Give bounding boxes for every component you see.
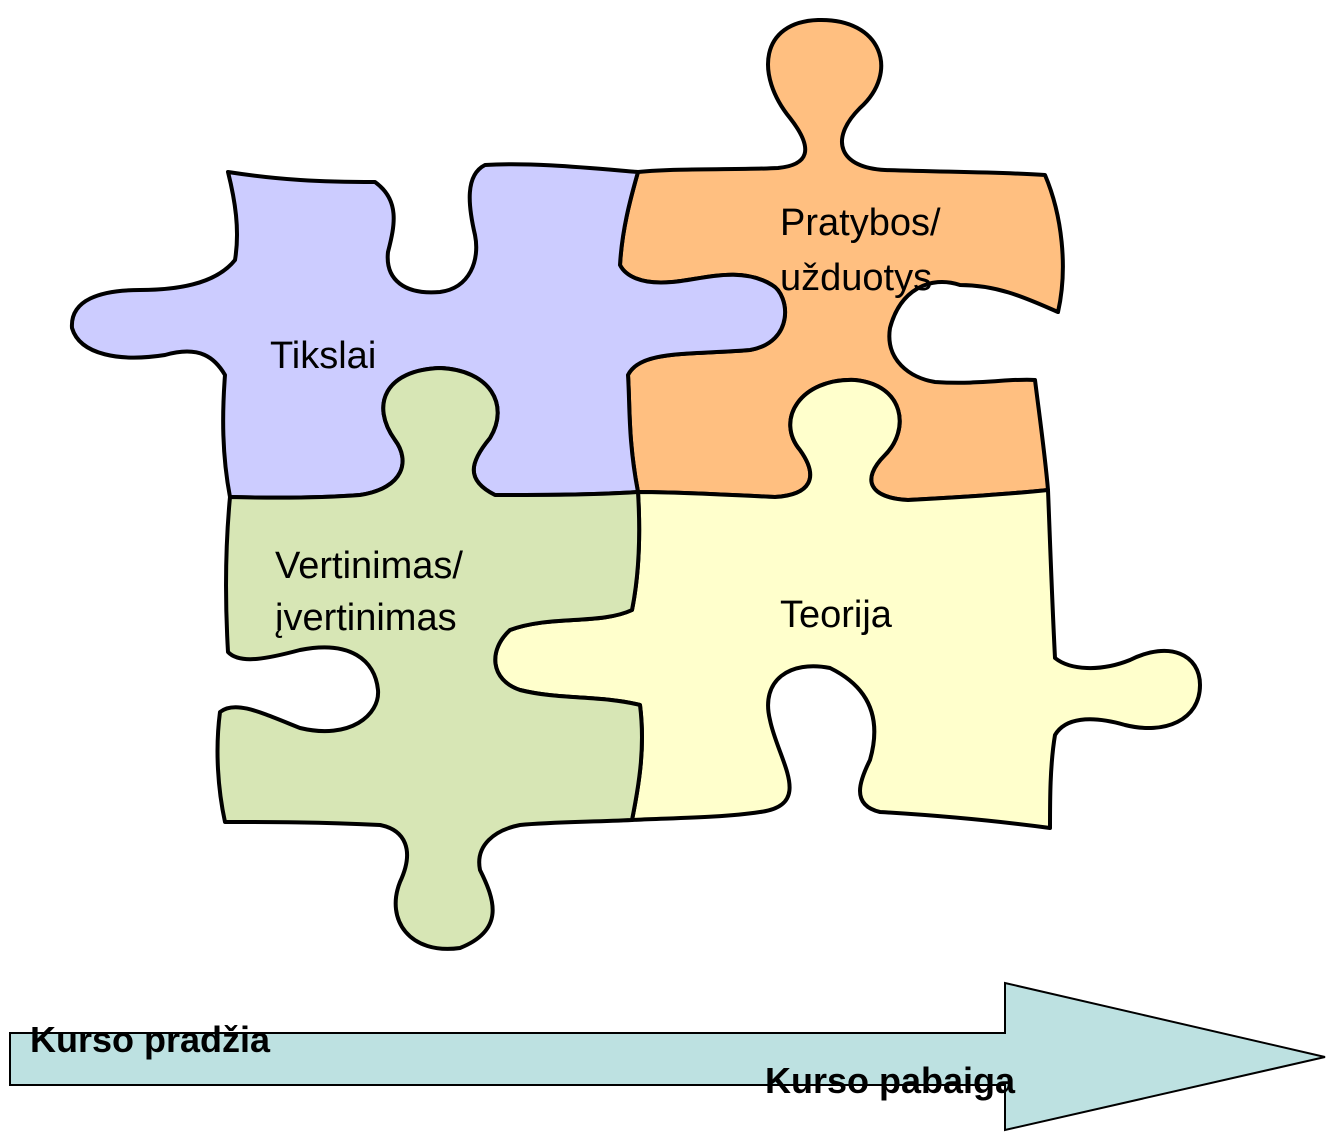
pratybos-label-line1: Pratybos/ — [780, 202, 941, 244]
course-start-label: Kurso pradžia — [30, 1019, 271, 1060]
pratybos-label-line2: užduotys — [780, 257, 932, 299]
puzzle-piece-vertinimas — [215, 366, 645, 951]
tikslai-label: Tikslai — [270, 335, 376, 377]
vertinimas-label-line1: Vertinimas/ — [275, 545, 463, 587]
course-end-label: Kurso pabaiga — [765, 1060, 1016, 1101]
vertinimas-label-line2: įvertinimas — [275, 597, 457, 639]
timeline-arrow — [9, 981, 1326, 1132]
teorija-label: Teorija — [780, 594, 893, 636]
